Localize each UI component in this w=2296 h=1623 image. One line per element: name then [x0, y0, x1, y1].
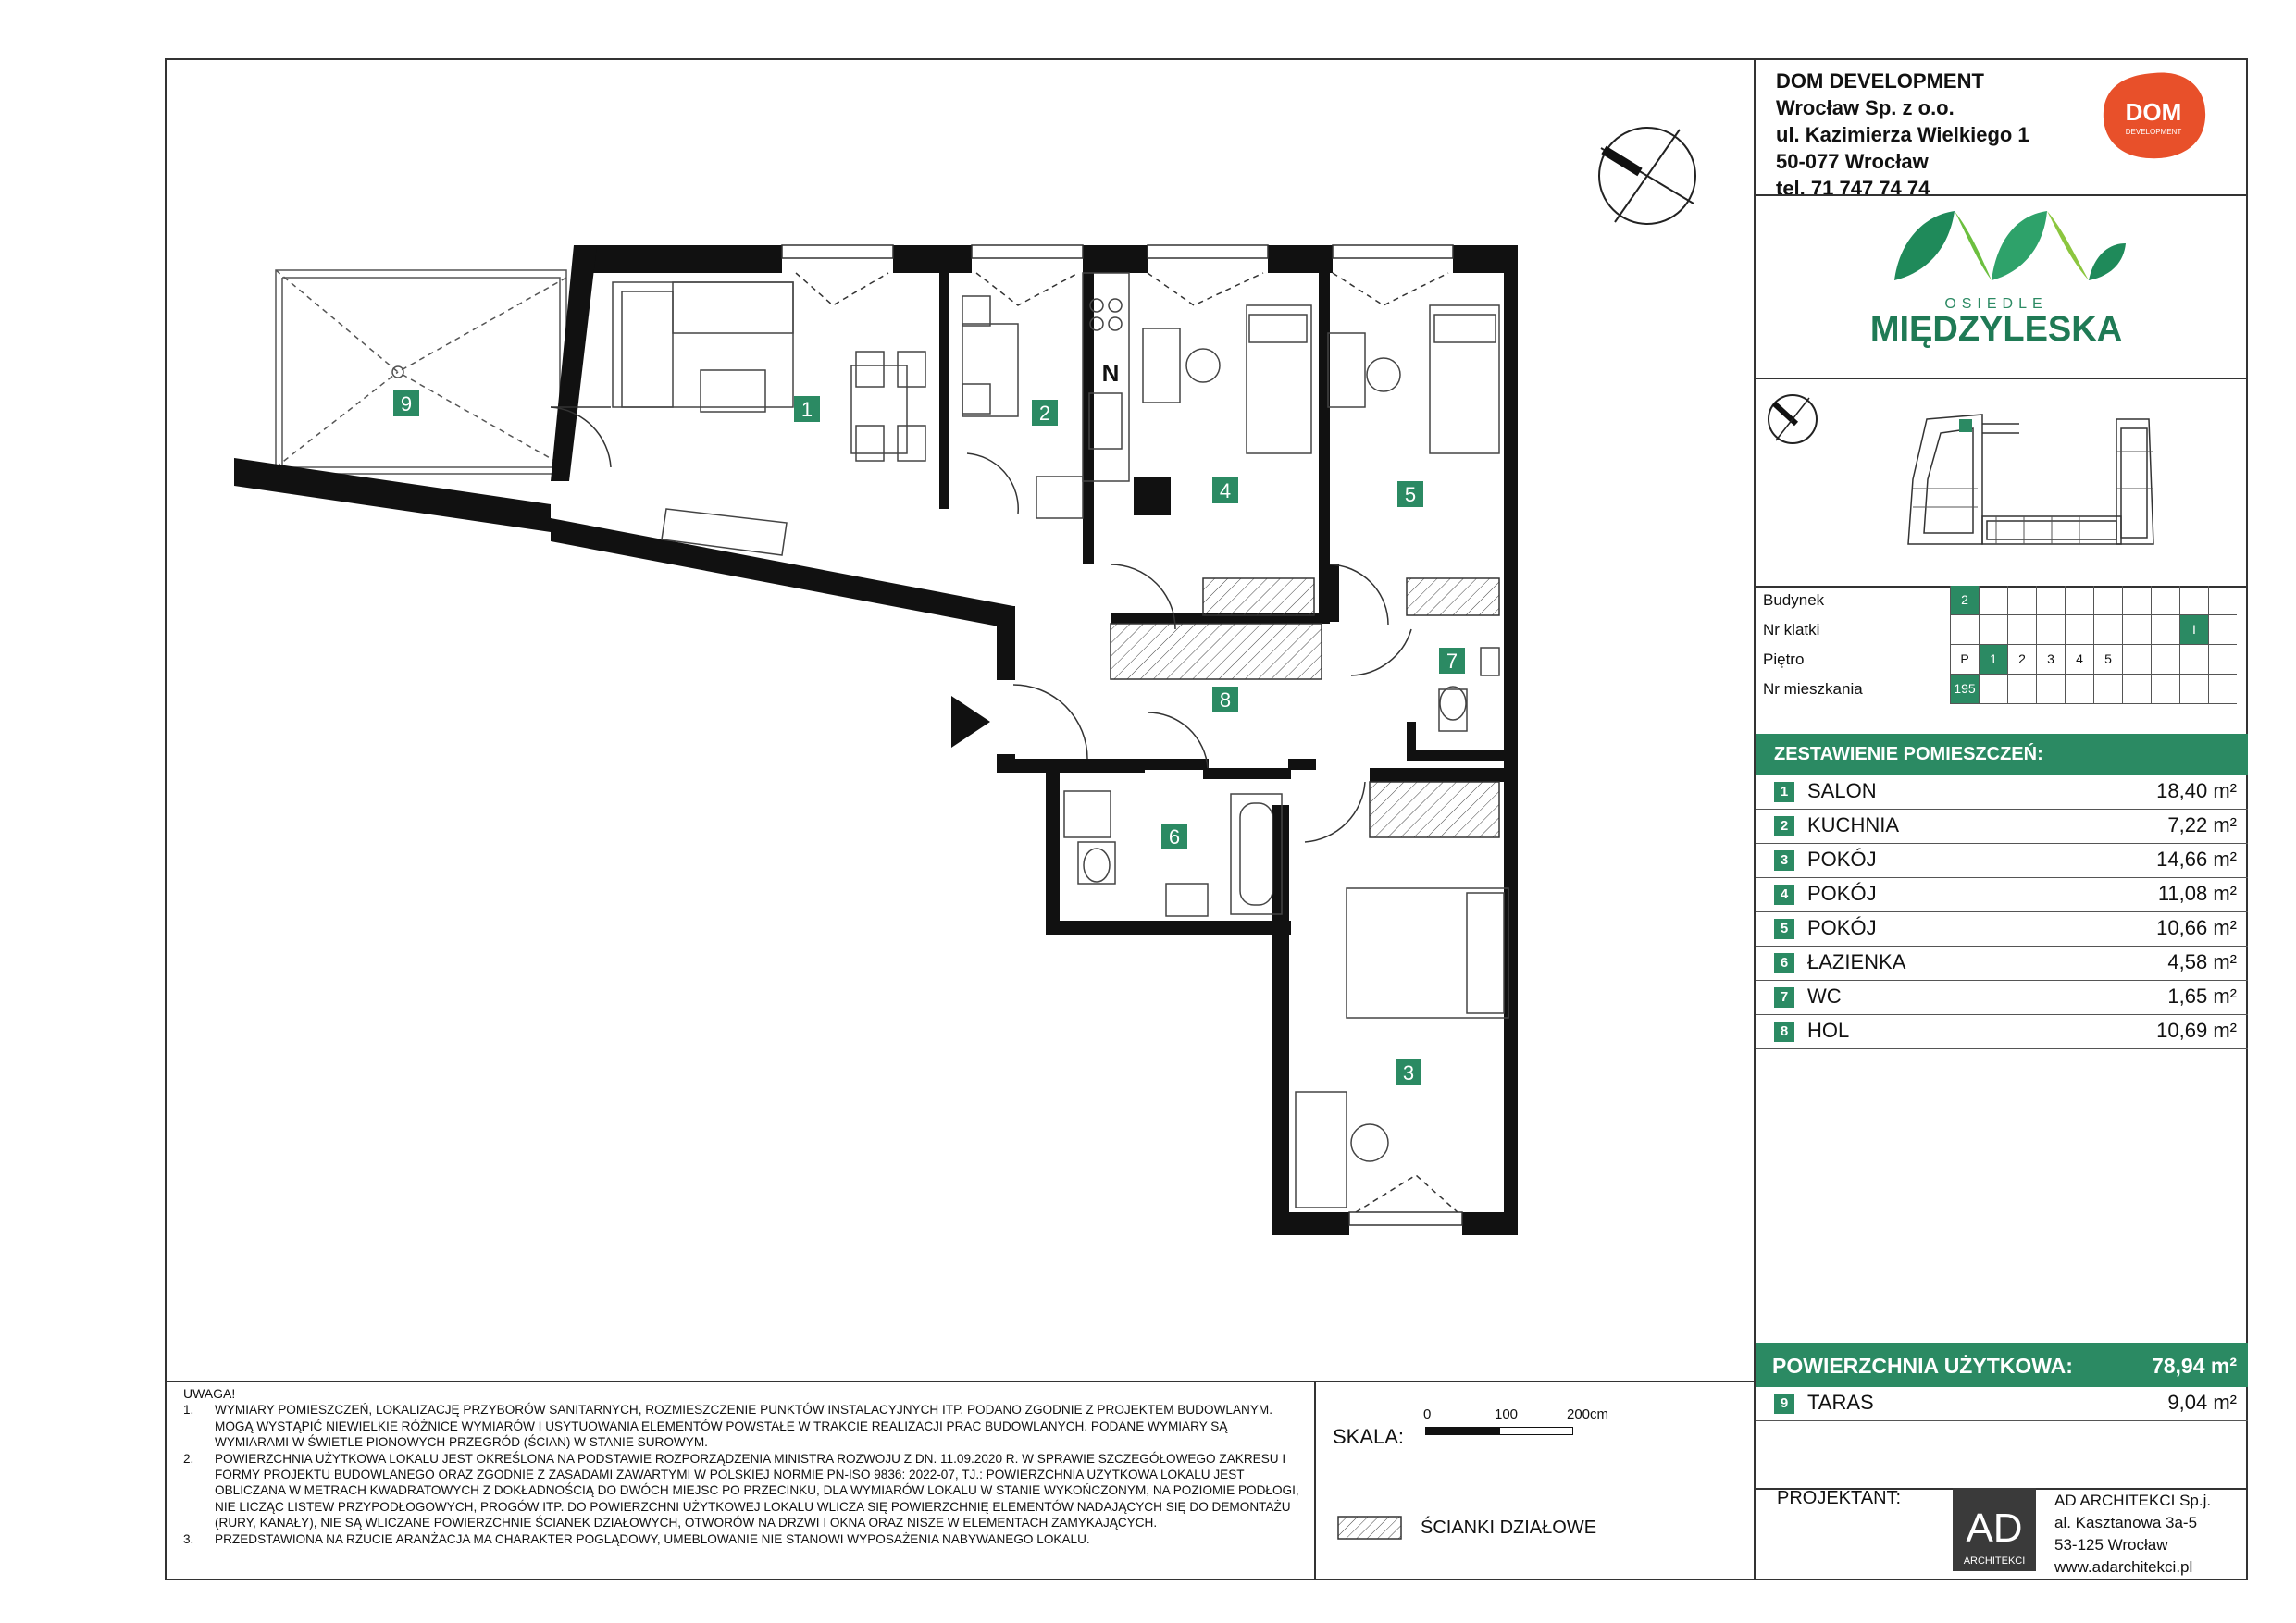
north-label: N: [1102, 359, 1120, 387]
terrace: [275, 269, 567, 475]
divider: [1756, 378, 2248, 379]
designer-street: al. Kasztanowa 3a-5: [2054, 1514, 2198, 1531]
designer-web: www.adarchitekci.pl: [2054, 1558, 2193, 1576]
svg-text:OSIEDLE: OSIEDLE: [1944, 296, 2047, 312]
sheet-frame: [165, 58, 2248, 1580]
floor-2: 2: [2007, 645, 2036, 675]
interior-walls: [939, 273, 1518, 770]
plan-label-9: 9: [401, 392, 412, 415]
floor-3: 3: [2036, 645, 2065, 675]
plan-label-6: 6: [1169, 825, 1180, 849]
klatka-value: I: [2179, 615, 2208, 645]
designer-info: AD ARCHITEKCI Sp.j. al. Kasztanowa 3a-5 …: [2054, 1490, 2211, 1579]
plan-label-1: 1: [801, 398, 813, 421]
plan-label-8: 8: [1220, 688, 1231, 712]
site-plan-minimap: [1768, 394, 2154, 545]
dom-development-logo: DOM DEVELOPMENT: [2103, 72, 2206, 159]
designer-name: AD ARCHITEKCI Sp.j.: [2054, 1492, 2212, 1509]
mieszkanie-value: 195: [1950, 675, 1979, 704]
klatka-label: Nr klatki: [1763, 621, 1820, 638]
furniture: [612, 272, 1509, 1208]
company-city: 50-077 Wrocław: [1776, 150, 1929, 173]
row-pietro: Piętro P 1 2 3 4 5: [1756, 645, 2248, 675]
rooms-title: ZESTAWIENIE POMIESZCZEŃ:: [1756, 734, 2248, 775]
scale-tick-0: 0: [1423, 1406, 1432, 1422]
scale-label: SKALA:: [1333, 1425, 1405, 1448]
svg-text:ARCHITEKCI: ARCHITEKCI: [1964, 1555, 2026, 1567]
scale-tick-100: 100: [1495, 1406, 1519, 1422]
budynek-value: 2: [1950, 586, 1979, 615]
scale-tick-200: 200cm: [1567, 1406, 1609, 1422]
svg-text:DOM: DOM: [2126, 98, 2182, 126]
plan-label-7: 7: [1446, 650, 1458, 673]
company-name: DOM DEVELOPMENT: [1776, 69, 1984, 93]
mieszkanie-label: Nr mieszkania: [1763, 680, 1863, 698]
floor-p: P: [1950, 645, 1979, 675]
plan-label-3: 3: [1403, 1061, 1414, 1084]
plan-label-5: 5: [1405, 483, 1416, 506]
floor-plan: 9 1 2 4 5 7 8 6 3 N: [234, 127, 1696, 1235]
company-info: DOM DEVELOPMENT Wrocław Sp. z o.o. ul. K…: [1776, 68, 2029, 202]
budynek-label: Budynek: [1763, 591, 1825, 609]
note-item: 2.POWIERZCHNIA UŻYTKOWA LOKALU JEST OKRE…: [183, 1451, 1299, 1530]
plan-label-4: 4: [1220, 479, 1231, 502]
floor-4: 4: [2065, 645, 2093, 675]
pietro-label: Piętro: [1763, 650, 1805, 668]
plan-label-2: 2: [1039, 402, 1050, 425]
divider: [165, 1381, 1756, 1382]
divider: [1756, 586, 2248, 588]
notes-heading: UWAGA!: [183, 1386, 236, 1401]
room-number-labels: 9 1 2 4 5 7 8 6 3 N: [393, 359, 1465, 1085]
info-panel: DOM DEVELOPMENT Wrocław Sp. z o.o. ul. K…: [1754, 58, 2248, 1580]
note-item: 3.PRZEDSTAWIONA NA RZUCIE ARANŻACJA MA C…: [183, 1531, 1090, 1546]
outer-walls: [234, 245, 1518, 1235]
hatch-swatch-icon: [1337, 1516, 1402, 1540]
floor-5: 5: [2093, 645, 2122, 675]
compass-icon: [1598, 127, 1696, 225]
svg-text:DEVELOPMENT: DEVELOPMENT: [2126, 128, 2182, 136]
company-line2: Wrocław Sp. z o.o.: [1776, 96, 1955, 119]
legend-label: ŚCIANKI DZIAŁOWE: [1421, 1518, 1597, 1538]
divider: [1756, 194, 2248, 196]
designer-city: 53-125 Wrocław: [2054, 1536, 2168, 1554]
designer-label: PROJEKTANT:: [1777, 1488, 1902, 1508]
ad-architekci-logo: AD ARCHITEKCI: [1953, 1488, 2036, 1571]
row-mieszkanie: Nr mieszkania 195: [1756, 675, 2248, 704]
total-area-value: 78,94 m²: [2151, 1354, 2237, 1378]
total-area-label: POWIERZCHNIA UŻYTKOWA:: [1772, 1354, 2073, 1378]
osiedle-miedzyleska-logo: OSIEDLE MIĘDZYLESKA: [1870, 211, 2126, 349]
row-klatka: Nr klatki I: [1756, 615, 2248, 645]
row-budynek: Budynek 2: [1756, 586, 2248, 615]
divider: [1314, 1381, 1316, 1580]
svg-text:MIĘDZYLESKA: MIĘDZYLESKA: [1870, 310, 2122, 349]
svg-text:AD: AD: [1966, 1505, 2022, 1551]
company-address: ul. Kazimierza Wielkiego 1: [1776, 123, 2029, 146]
floor-1: 1: [1979, 645, 2007, 675]
note-item: 1.WYMIARY POMIESZCZEŃ, LOKALIZACJĘ PRZYB…: [183, 1403, 1273, 1450]
notes: UWAGA! 1.WYMIARY POMIESZCZEŃ, LOKALIZACJ…: [183, 1386, 1303, 1547]
total-area-bar: POWIERZCHNIA UŻYTKOWA: 78,94 m²: [1756, 1343, 2248, 1387]
